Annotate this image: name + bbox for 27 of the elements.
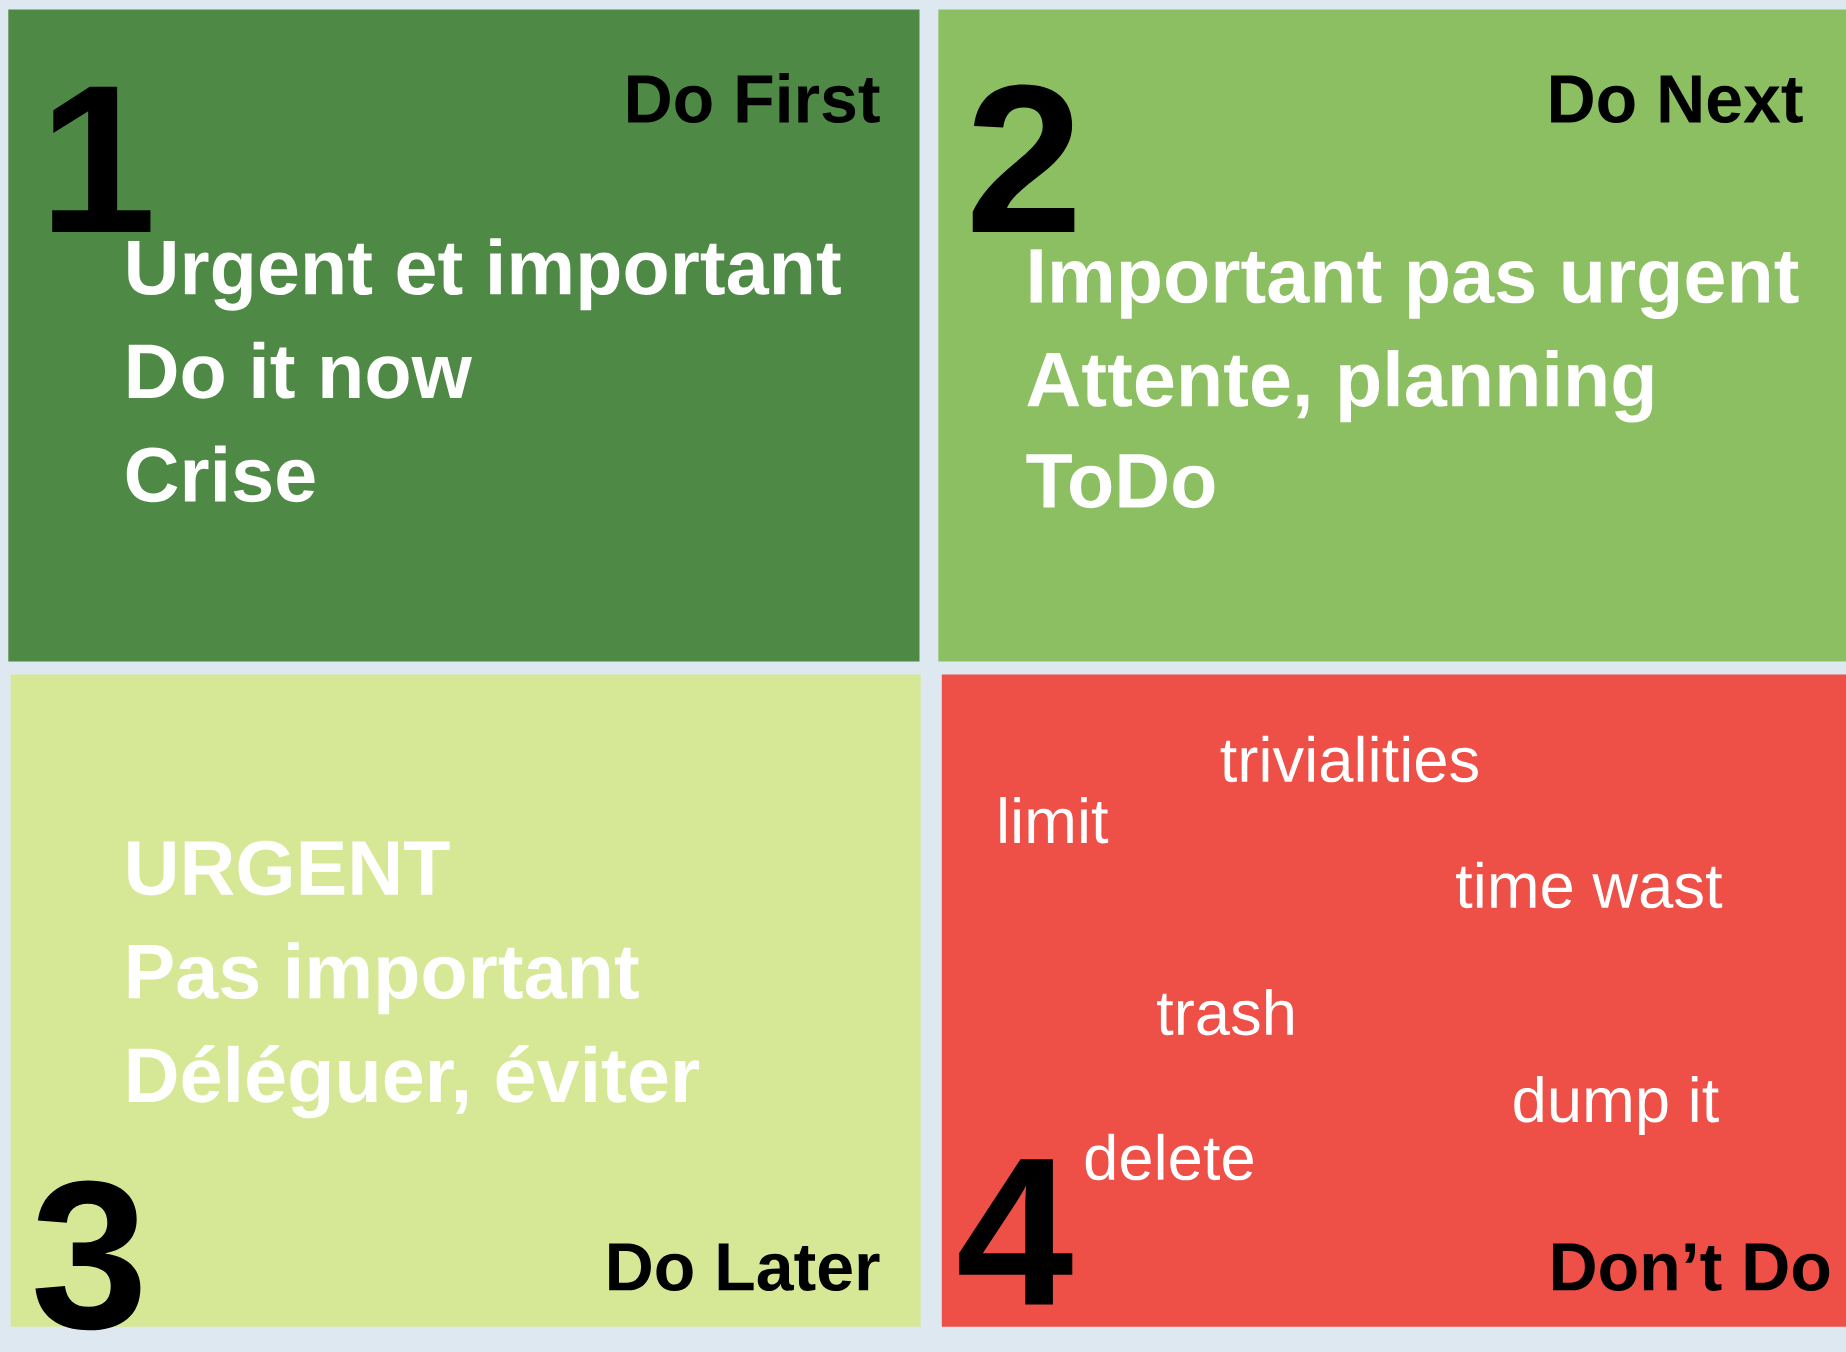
word-text: trash (1157, 988, 1293, 1036)
quadrant-heading: Do Later (609, 1243, 880, 1291)
quadrant-text: Do it now (128, 341, 472, 399)
quadrant-box (8, 9, 920, 662)
word-text: delete (1085, 1133, 1253, 1181)
quadrant-heading: Do Next (1551, 75, 1803, 124)
quadrant-text: Crise (126, 445, 315, 503)
quadrant-number: 4 (959, 1159, 1073, 1305)
quadrant-text: Pas important (128, 942, 639, 1015)
quadrant-text: URGENT (128, 840, 450, 896)
quadrant-number: 3 (35, 1180, 141, 1331)
quadrant-box (10, 674, 921, 1331)
quadrant-number: 1 (52, 86, 151, 232)
quadrant-heading: Do First (628, 73, 880, 124)
word-text: dump it (1514, 1076, 1719, 1136)
quadrant-text: Important pas urgent (1030, 249, 1799, 319)
quadrant-box (941, 674, 1846, 1327)
word-text: time wast (1456, 861, 1723, 909)
quadrant-number: 2 (972, 84, 1075, 232)
quadrant-text: Déléguer, éviter (128, 1045, 699, 1119)
quadrant-text: ToDo (1026, 454, 1215, 509)
quadrant-heading: Don’t Do (1553, 1243, 1830, 1291)
word-text: limit (1000, 797, 1109, 844)
word-text: trivialities (1220, 735, 1478, 783)
quadrant-text: Urgent et important (128, 238, 841, 311)
quadrant-text: Attente, planning (1027, 350, 1653, 423)
quadrant-box (938, 9, 1846, 662)
